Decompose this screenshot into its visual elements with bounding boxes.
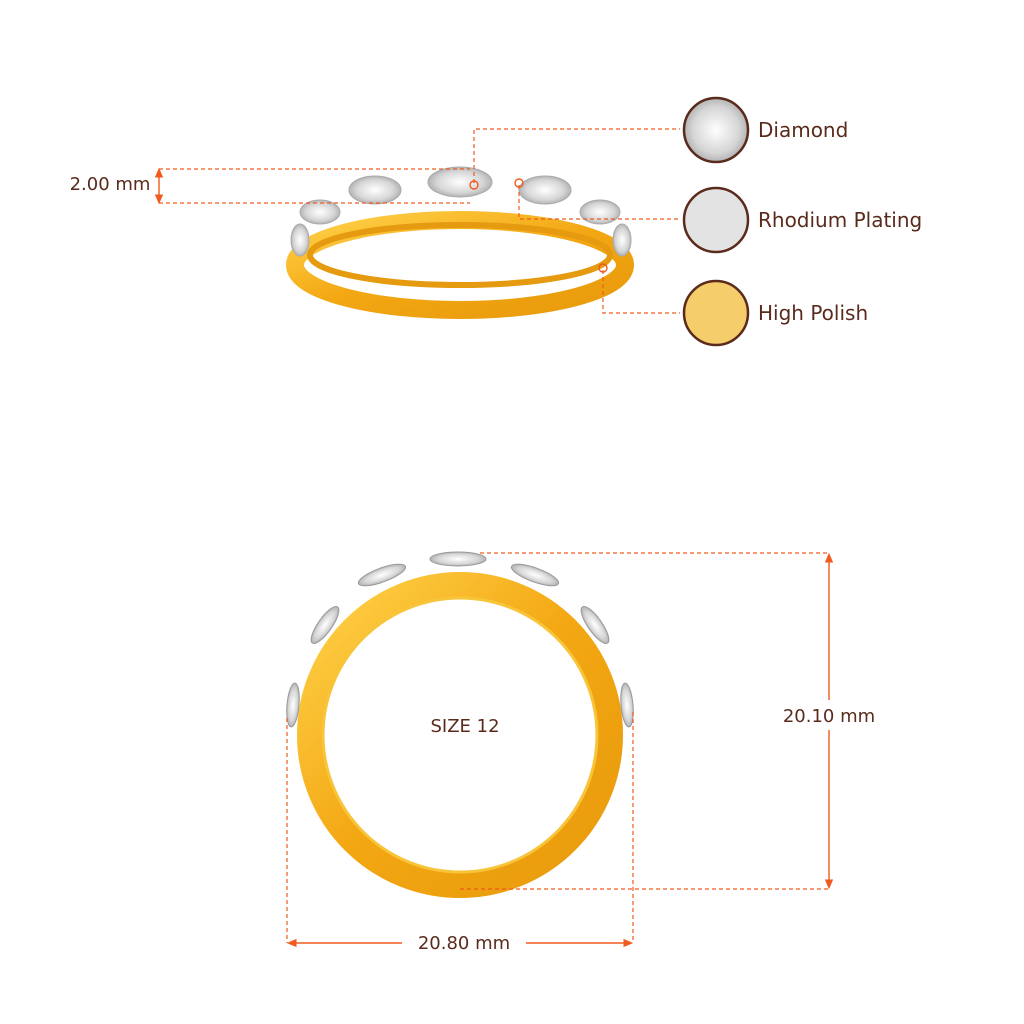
ring-side-view: [286, 166, 634, 319]
legend-label: High Polish: [758, 301, 868, 325]
ring-width-label: 20.80 mm: [418, 933, 510, 954]
ring-size-label: SIZE 12: [430, 716, 499, 737]
band-height-label: 2.00 mm: [70, 174, 151, 195]
legend-label: Diamond: [758, 118, 848, 142]
gold-swatch-icon: [682, 279, 750, 347]
diamond-swatch-icon: [682, 96, 750, 164]
rhodium-swatch-icon: [682, 186, 750, 254]
ring-height-label: 20.10 mm: [783, 706, 875, 727]
side-view-diamonds: [290, 166, 632, 257]
legend-diamond: Diamond: [682, 96, 848, 164]
legend-high-polish: High Polish: [682, 279, 868, 347]
legend-rhodium: Rhodium Plating: [682, 186, 922, 254]
legend-label: Rhodium Plating: [758, 208, 922, 232]
ring-front-view: [286, 551, 634, 898]
front-view-diamonds: [286, 551, 634, 728]
